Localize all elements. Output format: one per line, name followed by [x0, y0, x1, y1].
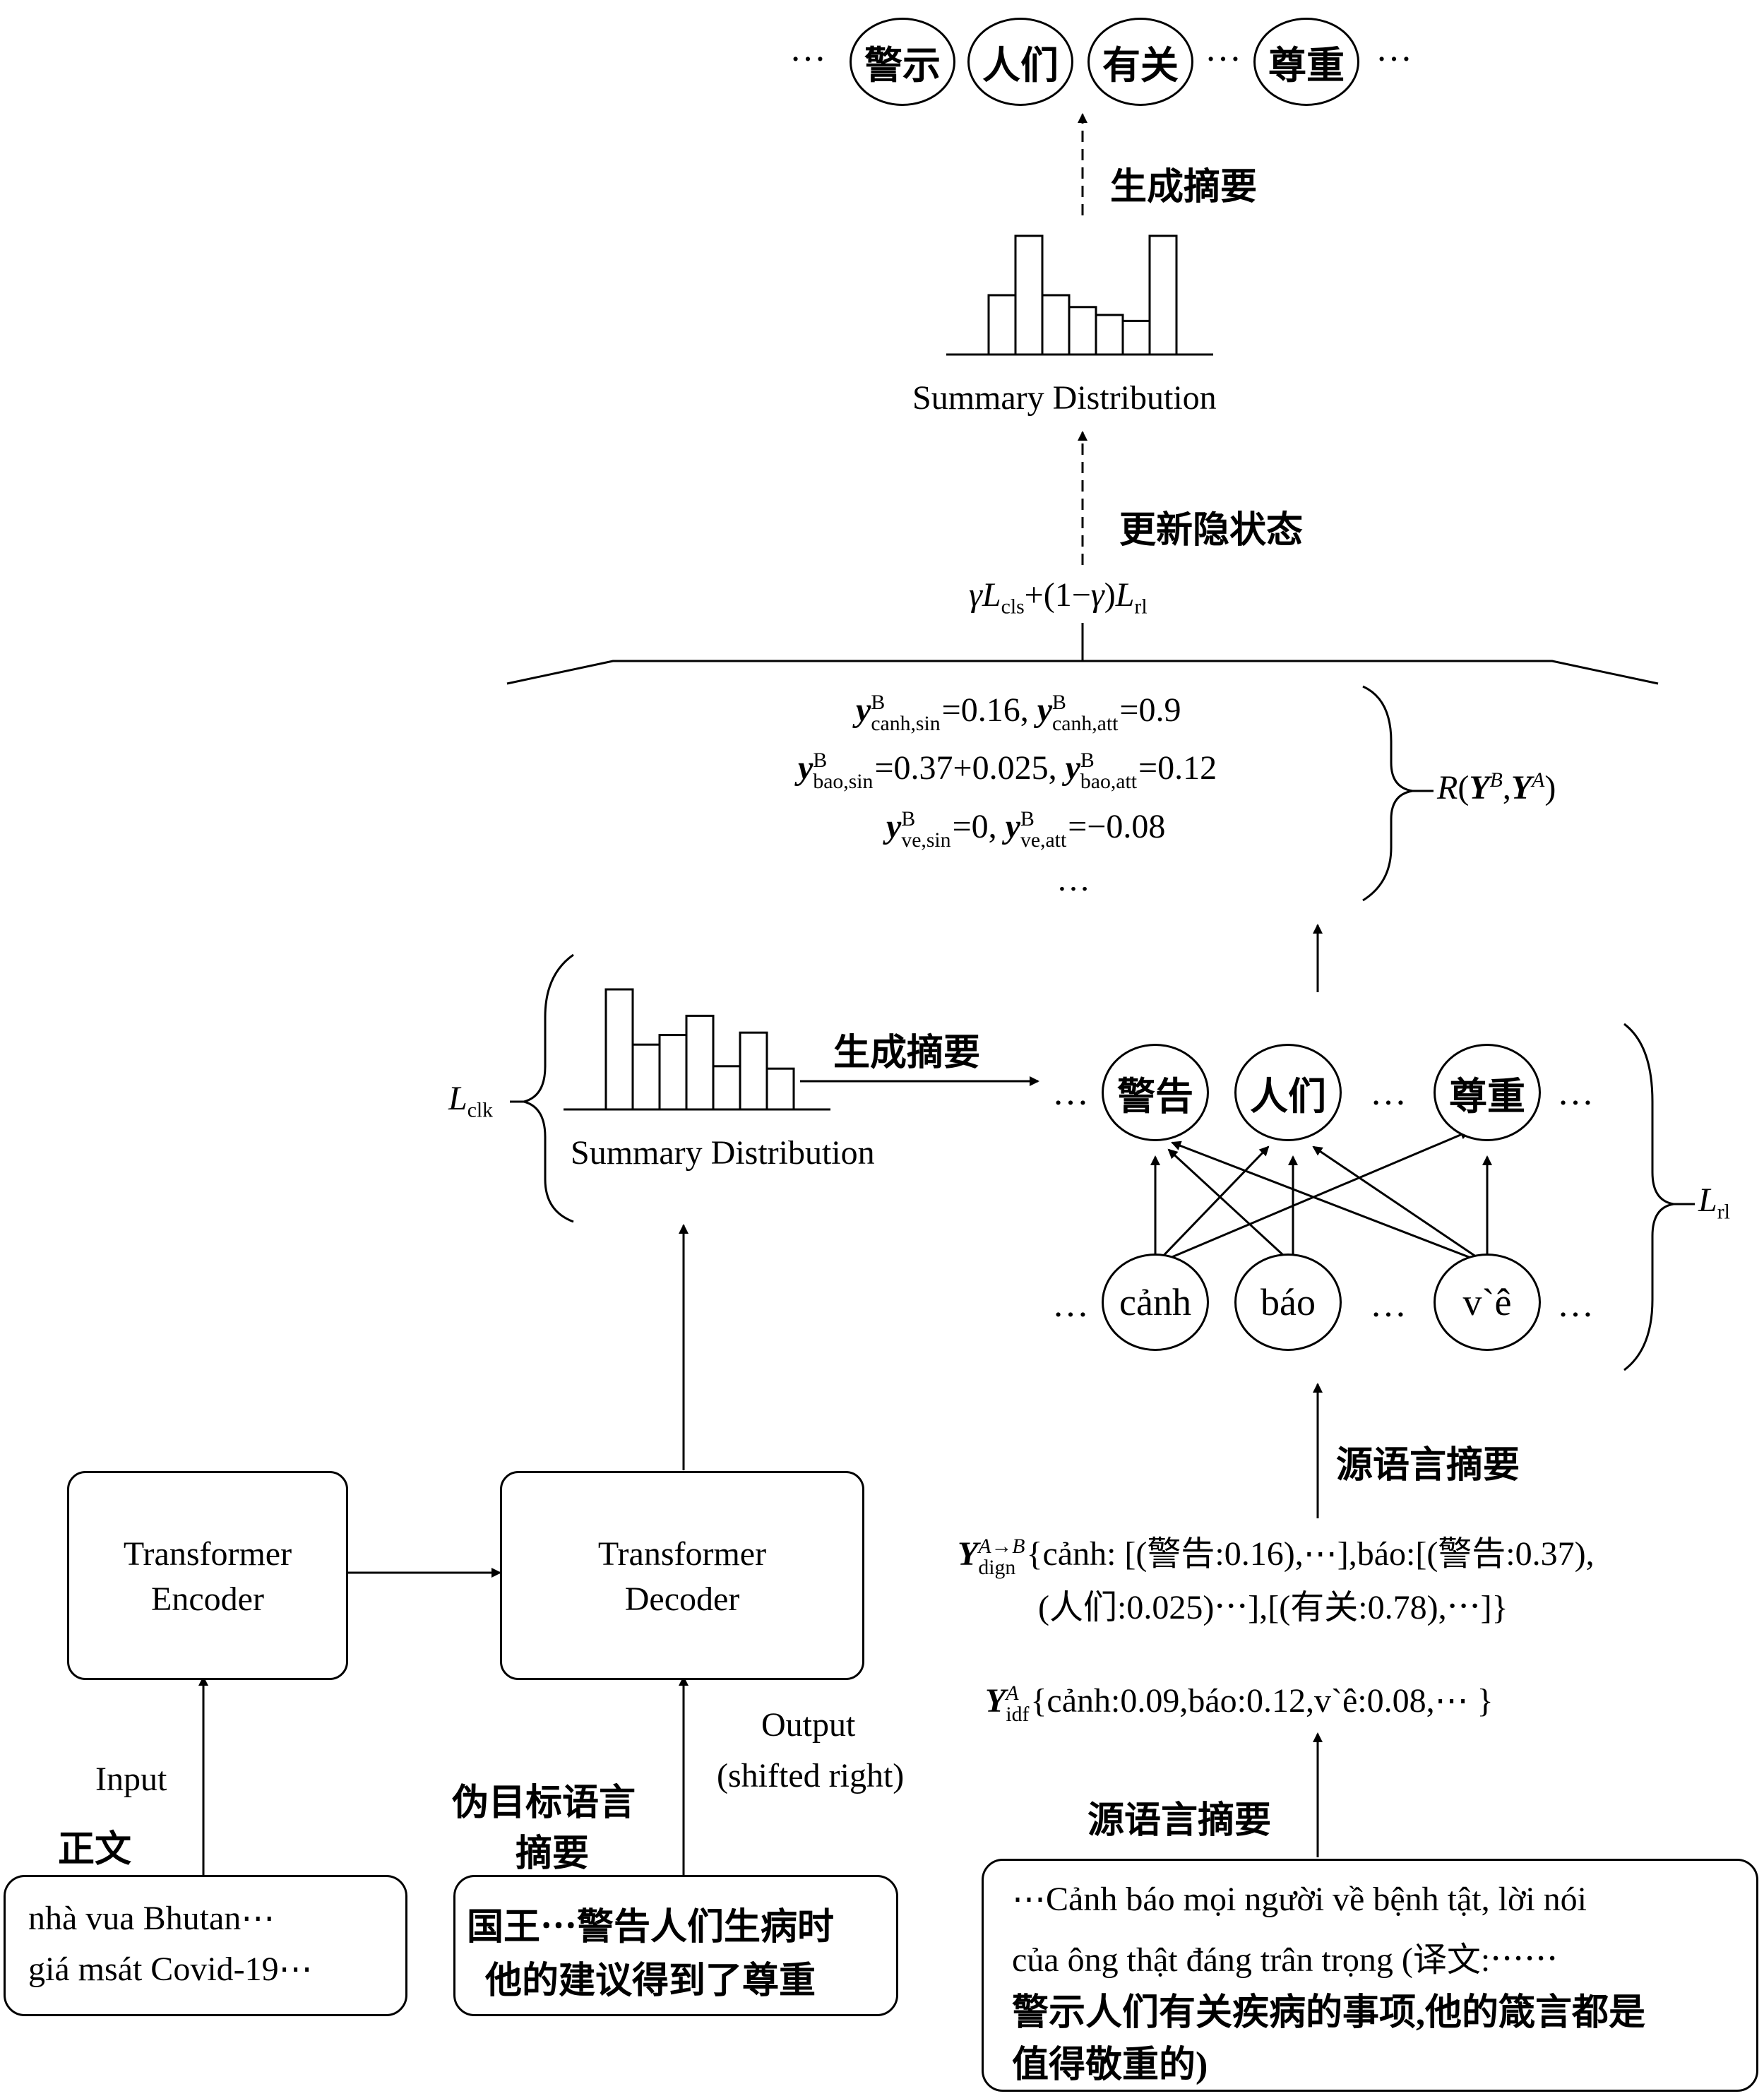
- label-summary-distribution-top: Summary Distribution: [912, 379, 1217, 417]
- brace-reward: [1362, 685, 1413, 902]
- brace-l-rl: [1623, 1023, 1674, 1371]
- mid-upper-left-ellipsis: …: [1052, 1073, 1089, 1113]
- hist-top-bar-6: [1148, 234, 1178, 356]
- transformer-decoder-box: Transformer Decoder: [500, 1471, 864, 1680]
- label-output-1: Output: [761, 1706, 856, 1744]
- hist-top-bar-1: [1014, 234, 1044, 356]
- reward-label: R(YB,YA): [1437, 768, 1556, 806]
- label-source-summary-bottom: 源语言摘要: [1087, 1801, 1272, 1841]
- hist-mid-bar-0: [604, 988, 634, 1111]
- label-generate-summary-mid: 生成摘要: [833, 1033, 981, 1073]
- pseudo-text-line2: 他的建议得到了尊重: [485, 1961, 816, 2001]
- label-pseudo-target-1: 伪目标语言: [452, 1783, 636, 1823]
- label-pseudo-target-2: 摘要: [516, 1834, 590, 1874]
- top-mid-ellipsis: …: [1205, 29, 1241, 69]
- source-text-box: ⋯Cảnh báo mọi người về bệnh tật, lời nói…: [982, 1859, 1758, 2092]
- alignment-edges: [1150, 1130, 1492, 1266]
- hist-top-bar-3: [1068, 306, 1097, 356]
- label-input-en: Input: [95, 1761, 167, 1798]
- transformer-encoder-box: Transformer Encoder: [67, 1471, 348, 1680]
- l-rl-label: Lrl: [1698, 1181, 1730, 1224]
- hist-mid-bar-2: [658, 1034, 688, 1111]
- input-text-line2: giá msát Covid-19⋯: [28, 1951, 313, 1988]
- label-source-summary-mid: 源语言摘要: [1336, 1446, 1520, 1486]
- hist-mid-bar-3: [685, 1014, 715, 1111]
- mid-upper-mid-ellipsis: …: [1370, 1073, 1407, 1113]
- mid-lower-left-ellipsis: …: [1052, 1285, 1089, 1325]
- mid-node-ve: v`ê: [1434, 1254, 1541, 1351]
- mid-upper-right-ellipsis: …: [1557, 1073, 1594, 1113]
- label-summary-distribution-mid: Summary Distribution: [571, 1134, 875, 1172]
- roof-shape: [506, 660, 1659, 685]
- mid-node-bao: báo: [1234, 1254, 1342, 1351]
- top-node-renmen: 人们: [967, 18, 1073, 106]
- mid-node-renmen: 人们: [1234, 1044, 1342, 1141]
- summary-distribution-mid-histogram: [604, 988, 795, 1111]
- hist-top-bar-0: [987, 294, 1017, 356]
- input-text-line1: nhà vua Bhutan⋯: [28, 1900, 275, 1937]
- mid-node-jinggao: 警告: [1102, 1044, 1209, 1141]
- pseudo-target-box: 国王⋯警告人们生病时 他的建议得到了尊重: [453, 1875, 898, 2016]
- source-text-line1: ⋯Cảnh báo mọi người về bệnh tật, lời nói: [1012, 1881, 1587, 1918]
- summary-distribution-top-histogram: [987, 234, 1178, 356]
- hist-top-bar-5: [1121, 319, 1151, 356]
- dign-line-2: (人们:0.025)⋯],[(有关:0.78),⋯]}: [1038, 1589, 1508, 1626]
- encoder-label-line2: Encoder: [151, 1580, 264, 1618]
- hist-mid-bar-4: [712, 1065, 741, 1111]
- mid-lower-right-ellipsis: …: [1557, 1285, 1594, 1325]
- top-node-jingshi: 警示: [850, 18, 955, 106]
- source-text-line3: 警示人们有关疾病的事项,他的箴言都是: [1012, 1993, 1646, 2033]
- brace-l-clk: [520, 953, 574, 1223]
- label-generate-summary-top: 生成摘要: [1110, 167, 1258, 208]
- hist-top-bar-4: [1095, 314, 1124, 356]
- source-text-line2: của ông thật đáng trân trọng (译文:⋯⋯: [1012, 1941, 1559, 1979]
- hist-top-bar-2: [1041, 294, 1071, 356]
- hist-mid-bar-6: [765, 1067, 795, 1111]
- mid-lower-mid-ellipsis: …: [1370, 1285, 1407, 1325]
- hist-mid-bar-1: [631, 1043, 661, 1111]
- top-node-zunzhong: 尊重: [1253, 18, 1359, 106]
- pseudo-text-line1: 国王⋯警告人们生病时: [467, 1907, 835, 1948]
- top-node-youguan: 有关: [1087, 18, 1193, 106]
- reward-ellipsis: …: [1056, 861, 1090, 898]
- l-clk-label: Lclk: [448, 1080, 494, 1122]
- mid-node-canh: cảnh: [1102, 1254, 1209, 1351]
- decoder-label-line2: Decoder: [624, 1580, 740, 1618]
- top-right-ellipsis: …: [1376, 29, 1412, 69]
- source-text-line4: 值得敬重的): [1012, 2045, 1208, 2085]
- mid-node-zunzhong: 尊重: [1434, 1044, 1541, 1141]
- input-text-box: nhà vua Bhutan⋯ giá msát Covid-19⋯: [4, 1875, 407, 2016]
- label-input-zh: 正文: [58, 1830, 132, 1870]
- loss-formula: γLcls+(1−γ)Lrl: [969, 576, 1148, 619]
- label-update-hidden-state: 更新隐状态: [1119, 511, 1304, 551]
- label-output-2: (shifted right): [717, 1757, 905, 1794]
- hist-mid-bar-5: [739, 1031, 768, 1111]
- top-left-ellipsis: …: [789, 29, 826, 69]
- encoder-label-line1: Transformer: [123, 1535, 292, 1573]
- decoder-label-line1: Transformer: [597, 1535, 767, 1573]
